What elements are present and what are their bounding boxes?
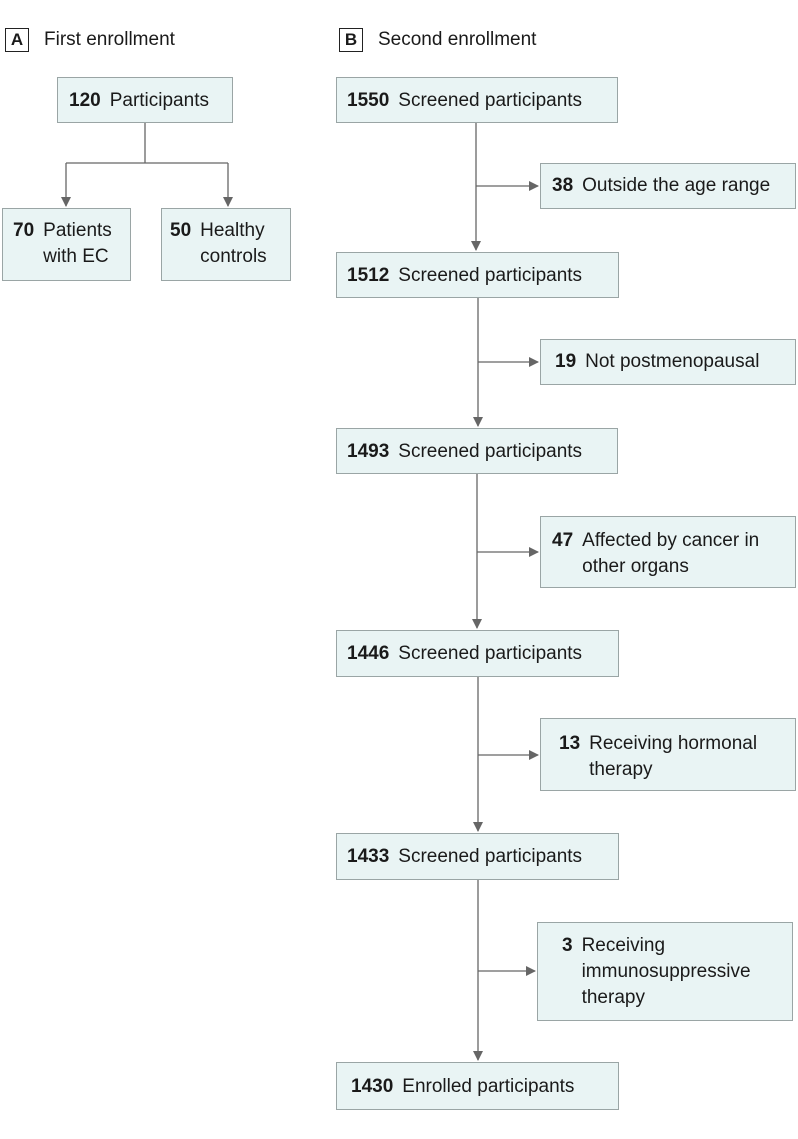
step-box: 1446 Screened participants: [336, 630, 619, 677]
label: Participants: [109, 90, 209, 111]
count: 1493: [347, 441, 390, 462]
count: 1446: [347, 643, 390, 664]
panel-a-total-box: 120 Participants: [57, 77, 233, 123]
label: Screened participants: [398, 265, 583, 286]
count: 50: [170, 220, 192, 241]
panel-a-controls-box: 50 Healthy controls: [161, 208, 291, 281]
count: 70: [13, 220, 35, 241]
count: 1430: [351, 1076, 394, 1097]
label: Outside the age range: [582, 175, 771, 196]
label: Screened participants: [398, 90, 583, 111]
label: Receiving hormonal therapy: [589, 733, 758, 780]
exclusion-box: 3 Receiving immunosuppressive therapy: [537, 922, 793, 1021]
label: Screened participants: [398, 643, 583, 664]
step-box: 1433 Screened participants: [336, 833, 619, 880]
label: Enrolled participants: [402, 1076, 575, 1097]
panel-b-letter: B: [339, 28, 363, 52]
step-box: 1493 Screened participants: [336, 428, 618, 474]
label: Screened participants: [398, 846, 583, 867]
count: 1550: [347, 90, 390, 111]
count: 19: [555, 351, 577, 372]
label: Affected by cancer in other organs: [582, 530, 760, 577]
count: 3: [562, 935, 573, 956]
step-box: 1512 Screened participants: [336, 252, 619, 298]
count: 38: [552, 175, 574, 196]
label: Not postmenopausal: [585, 351, 760, 372]
exclusion-box: 38 Outside the age range: [540, 163, 796, 209]
panel-a-title: First enrollment: [44, 29, 175, 50]
count: 13: [559, 733, 581, 754]
exclusion-box: 47 Affected by cancer in other organs: [540, 516, 796, 588]
panel-a-patients-box: 70 Patients with EC: [2, 208, 131, 281]
label: Healthy controls: [200, 220, 267, 267]
exclusion-box: 19 Not postmenopausal: [540, 339, 796, 385]
count: 1433: [347, 846, 390, 867]
label: Patients with EC: [43, 220, 112, 267]
enrolled-box: 1430 Enrolled participants: [336, 1062, 619, 1110]
label: Receiving immunosuppressive therapy: [581, 935, 751, 1008]
count: 47: [552, 530, 574, 551]
panel-a-letter: A: [5, 28, 29, 52]
step-box: 1550 Screened participants: [336, 77, 618, 123]
panel-b-title: Second enrollment: [378, 29, 537, 50]
exclusion-box: 13 Receiving hormonal therapy: [540, 718, 796, 791]
label: Screened participants: [398, 441, 583, 462]
count: 120: [69, 90, 101, 111]
count: 1512: [347, 265, 390, 286]
